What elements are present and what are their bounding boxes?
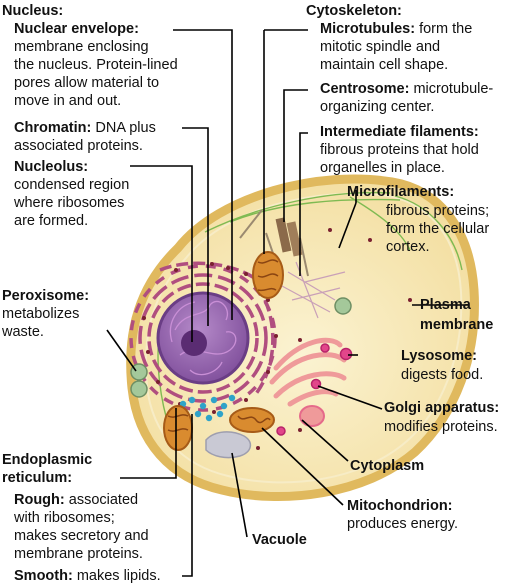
er-title-2: reticulum: [2, 470, 73, 486]
microfilaments-desc-3: cortex. [386, 239, 430, 255]
microtubules-desc-3: maintain cell shape. [320, 57, 449, 73]
lysosome-title: Lysosome: [401, 348, 478, 364]
microtubules-label: Microtubules: form the [320, 20, 472, 38]
peroxisome-title: Peroxisome: [2, 288, 90, 304]
nuclear-envelope-desc-1: membrane enclosing [14, 39, 149, 55]
chromatin-label: Chromatin: DNA plus [14, 119, 156, 137]
nucleolus-title: Nucleolus: [14, 159, 89, 175]
leader-lines [106, 29, 469, 577]
intermediate-filaments-desc-2: organelles in place. [320, 160, 445, 176]
centrosome-desc-2: organizing center. [320, 99, 435, 115]
mitochondrion-1 [252, 251, 284, 299]
plasma-membrane-title-1: Plasma [420, 297, 471, 313]
smooth-er-label: Smooth: makes lipids. [14, 567, 161, 585]
rough-er-desc-3: makes secretory and [14, 528, 149, 544]
smooth-er-desc-1: makes lipids. [76, 568, 161, 584]
rough-er-desc-1: associated [68, 492, 139, 508]
microfilaments-title: Microfilaments: [347, 184, 455, 200]
microfilaments-desc-1: fibrous proteins; [386, 203, 490, 219]
nuclear-envelope-title: Nuclear envelope: [14, 21, 139, 37]
microfilaments [157, 191, 463, 431]
peroxisome-desc-1: metabolizes [2, 306, 80, 322]
lysosomes [276, 343, 353, 436]
smooth-er-title: Smooth: [14, 568, 73, 584]
mitochondrion-3 [229, 407, 275, 433]
rough-er [129, 261, 277, 412]
vacuole [205, 431, 252, 459]
cytoplasm-region [144, 192, 463, 484]
golgi-desc-1: modifies proteins. [384, 419, 498, 435]
nucleus-title: Nucleus: [2, 3, 64, 19]
intermediate-filaments-desc-1: fibrous proteins that hold [320, 142, 479, 158]
chromatin-desc-1: DNA plus [95, 120, 156, 136]
mitochondrion-desc-1: produces energy. [347, 516, 458, 532]
mitochondrion-title: Mitochondrion: [347, 498, 453, 514]
microtubules-desc-2: mitotic spindle and [320, 39, 441, 55]
microtubules-title: Microtubules: [320, 21, 416, 37]
golgi-apparatus [269, 337, 347, 407]
microtubules-desc-1: form the [419, 21, 473, 37]
mitochondrion-2 [163, 405, 193, 451]
cytoplasm-title: Cytoplasm [350, 458, 425, 474]
nucleolus-desc-2: where ribosomes [14, 195, 125, 211]
smooth-er [179, 394, 236, 422]
nuclear-envelope-desc-3: pores allow material to [14, 75, 160, 91]
plasma-membrane-title-2: membrane [420, 317, 494, 333]
microfilaments-desc-2: form the cellular [386, 221, 490, 237]
centrosome-title: Centrosome: [320, 81, 410, 97]
chromatin-title: Chromatin: [14, 120, 92, 136]
lysosome-desc-1: digests food. [401, 367, 484, 383]
nucleolus-desc-3: are formed. [14, 213, 89, 229]
nuclear-envelope-desc-4: move in and out. [14, 93, 122, 109]
peroxisomes [130, 297, 352, 398]
golgi-vesicle [299, 405, 325, 427]
intermediate-filaments [281, 261, 346, 319]
centrosome-desc-1: microtubule- [413, 81, 494, 97]
nuclear-envelope-desc-2: the nucleus. Protein-lined [14, 57, 178, 73]
rough-er-title: Rough: [14, 492, 65, 508]
rough-er-desc-2: with ribosomes; [14, 510, 115, 526]
er-title-1: Endoplasmic [2, 452, 93, 468]
golgi-title: Golgi apparatus: [384, 400, 500, 416]
chromatin-desc-2: associated proteins. [14, 138, 143, 154]
nucleolus-desc-1: condensed region [14, 177, 130, 193]
rough-er-label: Rough: associated [14, 491, 138, 509]
nucleolus [181, 330, 207, 356]
peroxisome-desc-2: waste. [2, 324, 44, 340]
rough-er-desc-4: membrane proteins. [14, 546, 143, 562]
vacuole-title: Vacuole [252, 532, 307, 548]
cytoskeleton-title: Cytoskeleton: [306, 3, 402, 19]
centrosome [275, 217, 303, 257]
intermediate-filaments-title: Intermediate filaments: [320, 124, 479, 140]
centrosome-label: Centrosome: microtubule- [320, 80, 493, 98]
